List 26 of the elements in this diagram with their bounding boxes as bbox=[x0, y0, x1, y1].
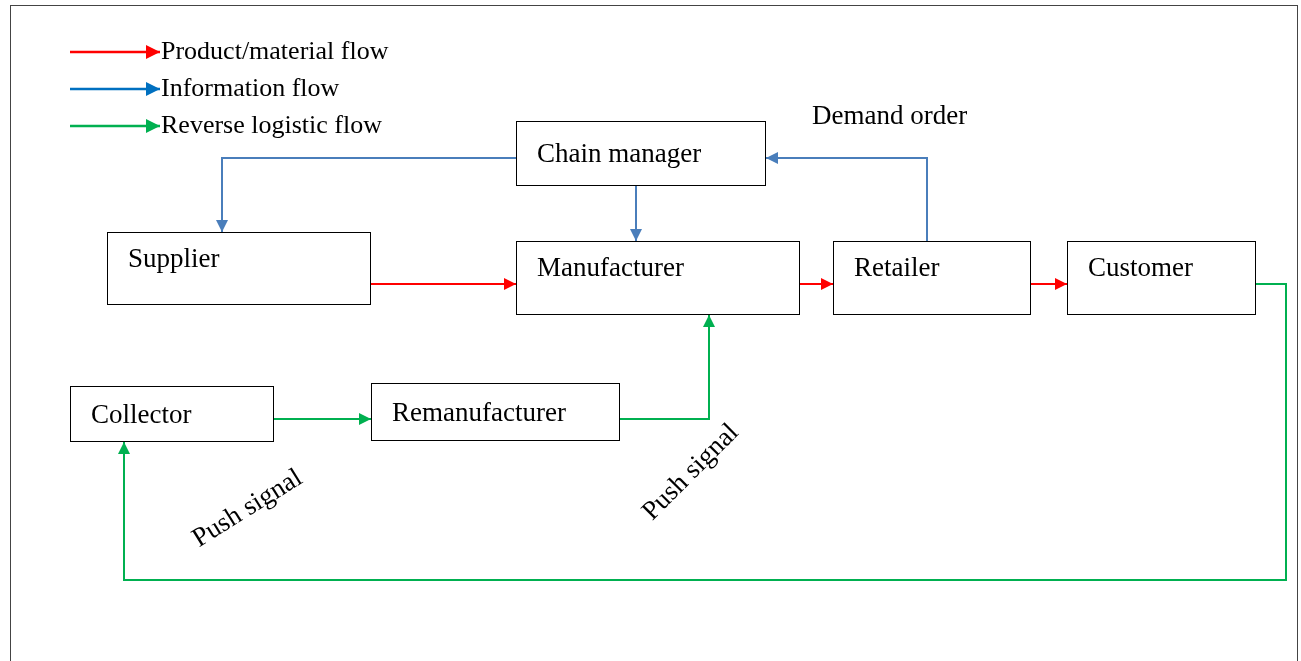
box-label: Manufacturer bbox=[537, 254, 684, 281]
arrow bbox=[619, 314, 715, 420]
arrow bbox=[273, 413, 372, 425]
process-box bbox=[107, 232, 371, 305]
legend-label: Product/material flow bbox=[161, 38, 389, 64]
box-label: Chain manager bbox=[537, 140, 702, 167]
box-label: Remanufacturer bbox=[392, 398, 566, 426]
arrow bbox=[216, 157, 517, 233]
arrow bbox=[1030, 278, 1068, 290]
box-label: Supplier bbox=[128, 245, 220, 272]
process-box bbox=[516, 121, 766, 186]
arrow bbox=[118, 283, 1287, 581]
arrow bbox=[799, 278, 834, 290]
process-box bbox=[70, 386, 274, 442]
process-box bbox=[833, 241, 1031, 315]
box-label: Retailer bbox=[854, 254, 940, 281]
box-label: Collector bbox=[91, 400, 192, 428]
arrow bbox=[630, 185, 642, 242]
box-label: Customer bbox=[1088, 254, 1193, 281]
arrow bbox=[370, 278, 517, 290]
legend-label: Reverse logistic flow bbox=[161, 112, 382, 138]
process-box bbox=[371, 383, 620, 441]
arrow bbox=[765, 152, 928, 242]
process-box bbox=[1067, 241, 1256, 315]
legend-label: Information flow bbox=[161, 75, 340, 101]
process-box bbox=[516, 241, 800, 315]
